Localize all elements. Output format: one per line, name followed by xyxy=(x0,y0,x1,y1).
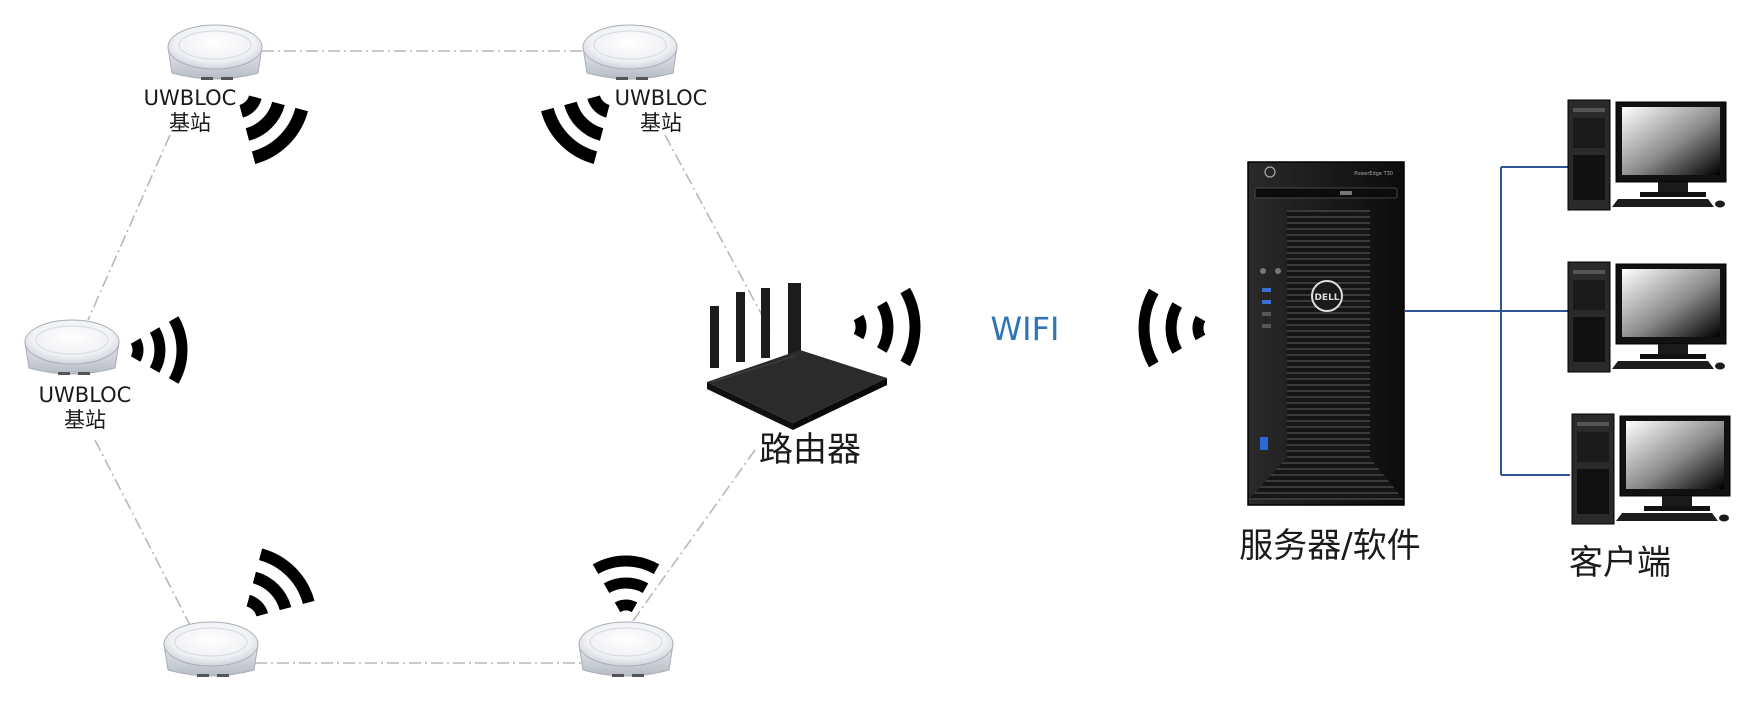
server-icon: PowerEdge T30 DELL xyxy=(1247,161,1405,506)
server-model-text: PowerEdge T30 xyxy=(1354,171,1393,177)
anchor-sub: 基站 xyxy=(640,111,682,136)
signal-icon-mid-left xyxy=(130,316,188,384)
uwb-anchor-top-left xyxy=(167,24,263,80)
uwb-anchor-mid-left xyxy=(24,319,120,375)
link-right-lower xyxy=(629,449,756,626)
server-label: 服务器/软件 xyxy=(1239,526,1421,566)
anchor-sub: 基站 xyxy=(169,111,211,136)
client-computer-2 xyxy=(1567,261,1727,373)
anchor-sub: 基站 xyxy=(64,408,106,433)
signal-icon-bottom-right xyxy=(592,555,660,613)
client-label: 客户端 xyxy=(1569,543,1671,583)
link-left-lower xyxy=(94,439,191,626)
anchor-label-top-right: UWBLOC 基站 xyxy=(611,86,711,136)
client-links xyxy=(1405,166,1570,476)
anchor-network-lines xyxy=(87,50,771,664)
anchor-label-mid-left: UWBLOC 基站 xyxy=(35,383,135,433)
anchor-name: UWBLOC xyxy=(143,86,237,110)
link-left-upper xyxy=(87,134,171,321)
uwb-anchor-bottom-left xyxy=(163,621,259,677)
client-computer-1 xyxy=(1567,99,1727,211)
client-computer-3 xyxy=(1571,413,1731,525)
signal-icon-bottom-left xyxy=(246,548,315,617)
wifi-label: WIFI xyxy=(990,310,1060,348)
router-label: 路由器 xyxy=(759,430,861,470)
anchor-label-top-left: UWBLOC 基站 xyxy=(140,86,240,136)
uwb-anchor-top-right xyxy=(582,24,678,80)
link-right-upper xyxy=(664,134,771,331)
signal-icon-server xyxy=(1138,288,1206,368)
signal-icon-top-right xyxy=(541,94,611,164)
signal-icon-top-left xyxy=(238,94,308,164)
anchor-name: UWBLOC xyxy=(614,86,708,110)
server-brand-text: DELL xyxy=(1314,293,1339,303)
signal-icon-router xyxy=(853,287,921,367)
router-icon xyxy=(707,283,887,430)
uwb-anchor-bottom-right xyxy=(578,621,674,677)
anchor-name: UWBLOC xyxy=(38,383,132,407)
